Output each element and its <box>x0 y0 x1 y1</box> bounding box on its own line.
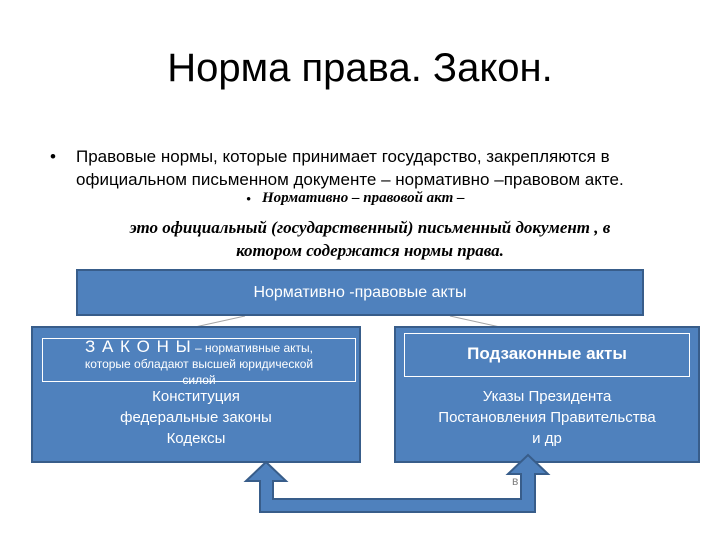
bylaws-heading: Подзаконные акты <box>404 333 690 377</box>
laws-item: федеральные законы <box>120 409 272 426</box>
bylaws-item: Постановления Правительства <box>438 409 656 426</box>
bylaws-item: Указы Президента <box>482 388 612 405</box>
definition-line-2: котором содержатся нормы права. <box>236 241 504 260</box>
laws-header: З А К О Н Ы – нормативные акты, которые … <box>42 337 356 387</box>
laws-item: Кодексы <box>166 430 226 447</box>
connector-left <box>194 315 246 328</box>
laws-list: Конституция федеральные законы Кодексы <box>31 386 361 449</box>
bylaws-list: Указы Президента Постановления Правитель… <box>394 386 700 449</box>
laws-description-1: – нормативные акты, <box>191 341 313 355</box>
definition-body: это официальный (государственный) письме… <box>70 216 670 262</box>
laws-item: Конституция <box>152 388 240 405</box>
laws-heading: З А К О Н Ы <box>84 337 192 356</box>
bullet-text: Правовые нормы, которые принимает госуда… <box>76 145 676 191</box>
definition-term: Нормативно – правовой акт – <box>262 190 465 206</box>
bullet-marker: • <box>50 147 56 166</box>
definition-line-1: это официальный (государственный) письме… <box>129 218 611 237</box>
bullet-line-2: официальном письменном документе – норма… <box>76 170 624 189</box>
laws-description-3: силой <box>182 373 216 387</box>
laws-header-line-1: З А К О Н Ы – нормативные акты, <box>43 337 355 356</box>
box-normative-acts: Нормативно -правовые акты <box>76 269 644 316</box>
laws-description-2: которые обладают высшей юридической <box>84 357 314 371</box>
connector-right <box>449 315 501 328</box>
bylaws-item: и др <box>532 430 562 447</box>
stray-label: в <box>512 474 519 488</box>
bullet-line-1: Правовые нормы, которые принимает госуда… <box>76 147 610 166</box>
sub-bullet-marker: • <box>246 192 252 208</box>
double-arrow-shape <box>243 453 551 513</box>
slide-title: Норма права. Закон. <box>167 46 553 90</box>
